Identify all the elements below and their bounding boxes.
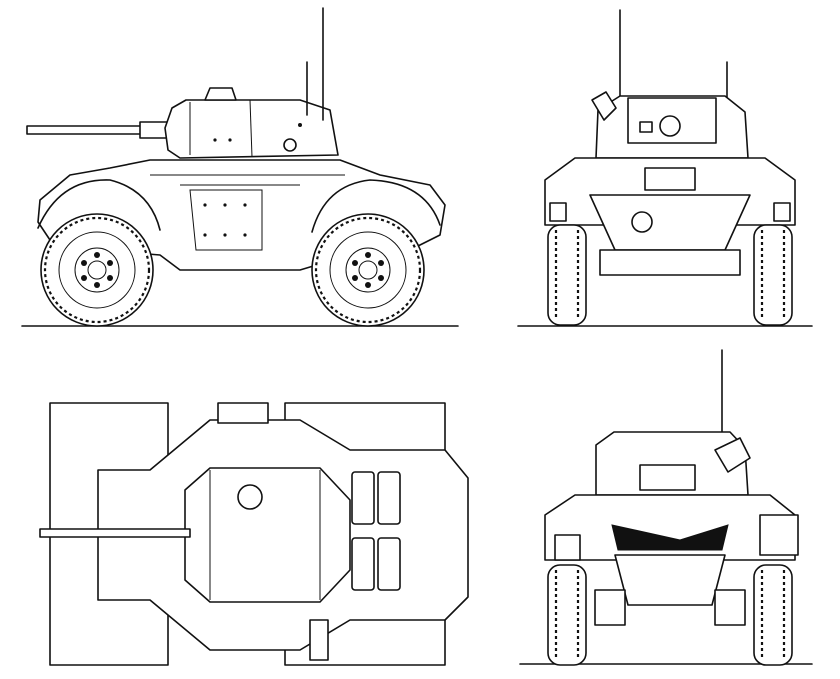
- rear-suspension-left: [594, 589, 626, 626]
- side-front-wheel: [40, 213, 154, 327]
- top-gun-barrel: [39, 528, 191, 538]
- side-rear-wheel: [311, 213, 425, 327]
- rear-turret: [595, 431, 751, 496]
- top-stowage-box: [309, 619, 329, 661]
- rear-left-wheel: [547, 564, 587, 666]
- front-axle-housing: [599, 249, 741, 276]
- side-front-mudguard: [37, 179, 161, 231]
- rear-view: [519, 349, 813, 666]
- front-view: [517, 9, 813, 327]
- front-turret: [591, 91, 749, 159]
- front-left-wheel: [547, 224, 587, 326]
- top-view: [39, 402, 469, 666]
- rear-right-wheel: [753, 564, 793, 666]
- side-view: [21, 7, 459, 327]
- top-engine-grilles: [351, 471, 401, 591]
- front-right-wheel: [753, 224, 793, 326]
- front-hull: [544, 157, 796, 251]
- side-rear-mudguard: [311, 179, 441, 233]
- top-rear-hatch: [217, 402, 269, 424]
- rear-suspension-right: [714, 589, 746, 626]
- main-gun-barrel: [26, 121, 173, 139]
- side-turret: [164, 87, 339, 159]
- rear-hull: [544, 494, 799, 606]
- top-turret: [184, 467, 351, 603]
